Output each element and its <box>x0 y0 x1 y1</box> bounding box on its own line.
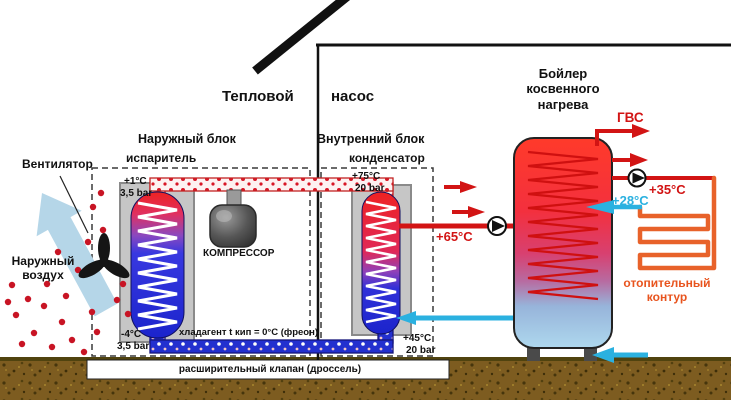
flow-arrow-icon <box>444 181 477 193</box>
circuit-return-arrow-icon <box>586 200 642 214</box>
evaporator-cylinder <box>130 191 185 339</box>
compressor-icon <box>209 189 257 248</box>
fan-pointer-line <box>59 175 89 234</box>
roof-beam <box>252 0 351 75</box>
cold-water-arrow-icon <box>592 347 648 363</box>
pump-icon <box>627 168 647 188</box>
outdoor-unit-box <box>91 167 311 357</box>
condenser-coil-icon <box>365 200 397 324</box>
flow-arrow-icon <box>452 206 485 218</box>
gvs-pipe-arrow-icon <box>595 124 650 146</box>
evaporator-coil-icon <box>137 201 178 331</box>
flow-arrow-icon <box>612 153 648 167</box>
foundation-strip <box>86 359 450 380</box>
air-particles <box>4 189 132 356</box>
boiler-coil-icon <box>527 150 599 301</box>
fan-icon <box>78 233 130 279</box>
airflow-arrow-icon <box>36 193 118 317</box>
radiator-coil-icon <box>637 175 717 271</box>
return-pipe <box>396 311 514 325</box>
pump-icon <box>487 216 507 236</box>
indoor-unit-box <box>320 167 434 357</box>
boiler <box>513 137 613 361</box>
boiler-body <box>513 137 613 349</box>
condenser-cylinder <box>361 191 401 335</box>
